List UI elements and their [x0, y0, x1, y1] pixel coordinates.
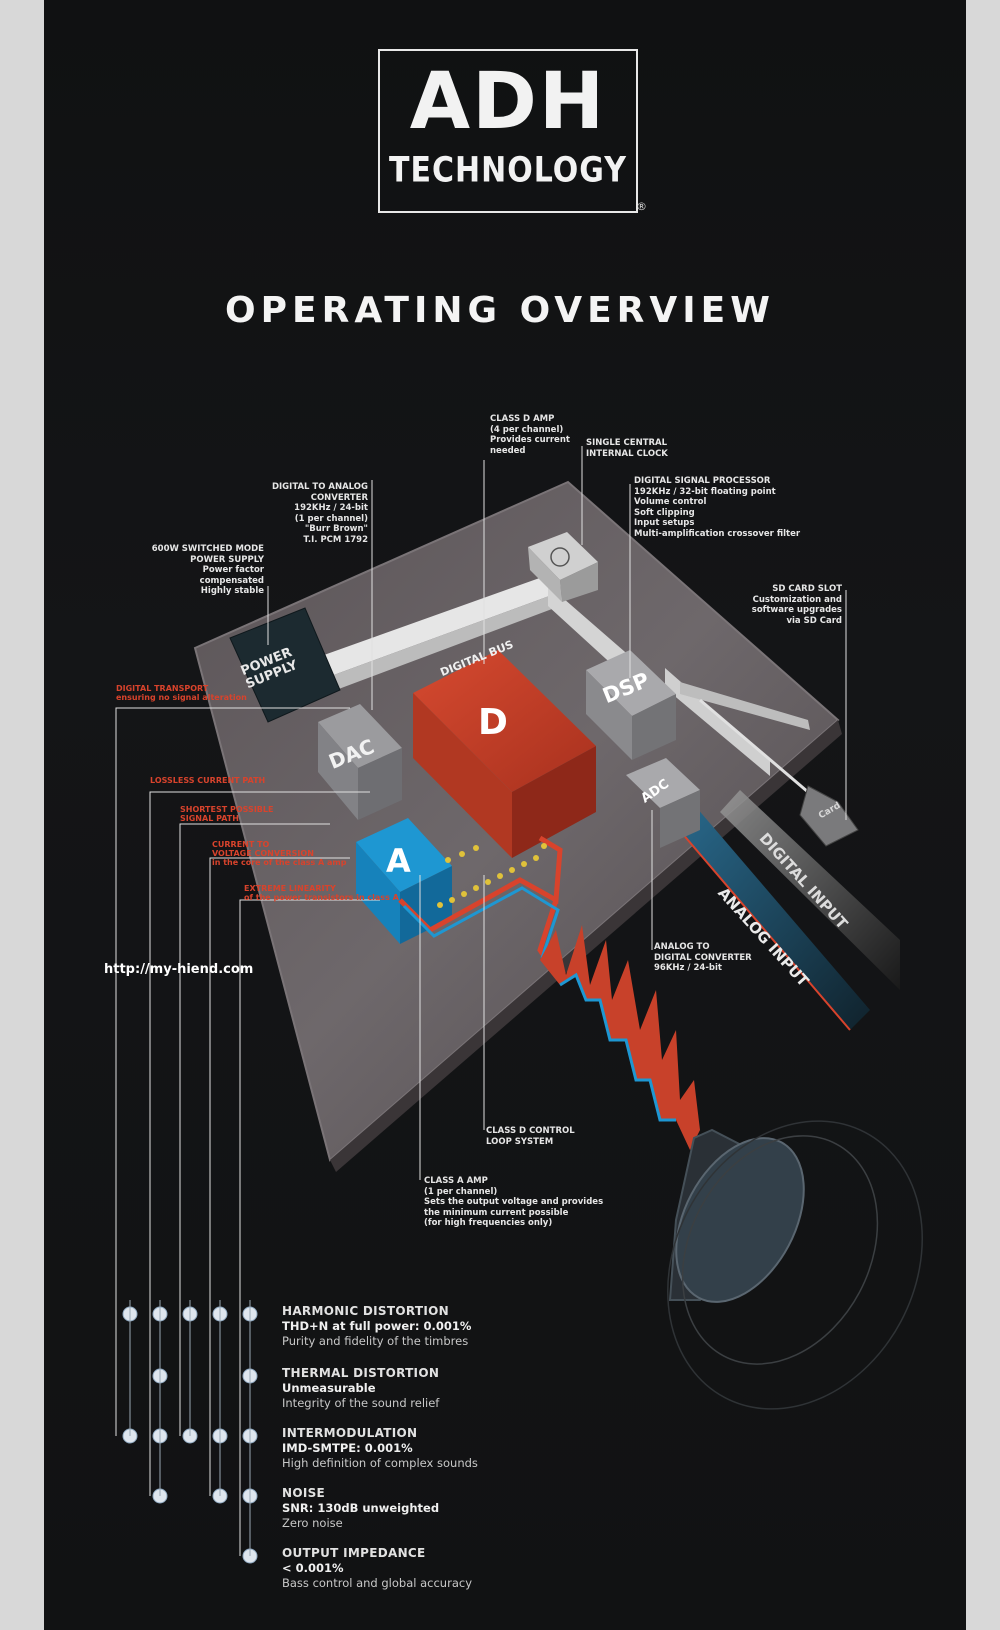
- spec-desc: Integrity of the sound relief: [282, 1396, 440, 1410]
- spec-harmonic-distortion: HARMONIC DISTORTION THD+N at full power:…: [282, 1304, 602, 1349]
- callout-clock: SINGLE CENTRAL INTERNAL CLOCK: [586, 438, 668, 459]
- clock-block: [528, 532, 598, 580]
- spec-noise: NOISE SNR: 130dB unweighted Zero noise: [282, 1486, 602, 1531]
- sd-card-slot: [799, 785, 859, 847]
- callout-power-supply: 600W SWITCHED MODE POWER SUPPLY Power fa…: [151, 544, 264, 596]
- callout-adc: ANALOG TO DIGITAL CONVERTER 96KHz / 24-b…: [654, 942, 752, 973]
- callout-class-d-amp: CLASS D AMP (4 per channel) Provides cur…: [490, 414, 570, 456]
- spec-title: OUTPUT IMPEDANCE: [282, 1546, 426, 1560]
- logo-main: ADH: [409, 57, 607, 147]
- adh-logo: ADH TECHNOLOGY: [378, 49, 638, 213]
- dsp-block: [586, 650, 676, 716]
- spec-value: < 0.001%: [282, 1561, 344, 1575]
- spec-value: SNR: 130dB unweighted: [282, 1501, 440, 1515]
- spec-desc: Purity and fidelity of the timbres: [282, 1334, 469, 1348]
- spec-output-impedance: OUTPUT IMPEDANCE < 0.001% Bass control a…: [282, 1546, 602, 1591]
- callout-linearity: EXTREME LINEARITY of the power transisto…: [244, 884, 399, 902]
- class-a-label: A: [386, 842, 411, 880]
- spec-value: THD+N at full power: 0.001%: [282, 1319, 472, 1333]
- spec-desc: Zero noise: [282, 1516, 343, 1530]
- callout-class-d-loop: CLASS D CONTROL LOOP SYSTEM: [486, 1126, 575, 1147]
- spec-title: HARMONIC DISTORTION: [282, 1304, 449, 1318]
- callout-dsp: DIGITAL SIGNAL PROCESSOR 192KHz / 32-bit…: [634, 476, 801, 539]
- callout-shortest-path: SHORTEST POSSIBLE SIGNAL PATH: [180, 805, 274, 823]
- power-supply-block: [229, 607, 341, 723]
- class-d-label: D: [478, 702, 508, 743]
- callout-current-voltage: CURRENT TO VOLTAGE CONVERSION in the cor…: [212, 840, 347, 867]
- callout-digital-transport: DIGITAL TRANSPORT ensuring no signal alt…: [116, 684, 247, 702]
- digital-input-bar: [720, 790, 900, 990]
- spec-lines: [129, 1300, 251, 1556]
- spec-value: IMD-SMTPE: 0.001%: [282, 1441, 413, 1455]
- spec-desc: High definition of complex sounds: [282, 1456, 478, 1470]
- spec-thermal-distortion: THERMAL DISTORTION Unmeasurable Integrit…: [282, 1366, 602, 1411]
- spec-title: INTERMODULATION: [282, 1426, 418, 1440]
- spec-intermodulation: INTERMODULATION IMD-SMTPE: 0.001% High d…: [282, 1426, 602, 1471]
- logo-sub: TECHNOLOGY: [389, 150, 627, 191]
- spec-title: NOISE: [282, 1486, 326, 1500]
- callout-class-a-amp: CLASS A AMP (1 per channel) Sets the out…: [424, 1176, 604, 1228]
- callout-dac: DIGITAL TO ANALOG CONVERTER 192KHz / 24-…: [271, 482, 368, 545]
- spec-value: Unmeasurable: [282, 1381, 376, 1395]
- registered-mark: ®: [636, 200, 647, 213]
- class-a-block: [356, 818, 452, 892]
- watermark-url: http://my-hiend.com: [104, 962, 254, 977]
- analog-input-bar: [664, 800, 870, 1030]
- speaker-icon: [667, 1120, 923, 1410]
- callout-lossless-path: LOSSLESS CURRENT PATH: [150, 776, 266, 785]
- spec-title: THERMAL DISTORTION: [282, 1366, 440, 1380]
- callout-sd-card: SD CARD SLOT Customization and software …: [751, 584, 842, 626]
- class-d-block: [413, 650, 596, 792]
- callout-leaders: [115, 446, 847, 1556]
- dac-block: [318, 704, 402, 768]
- adc-block: [626, 758, 700, 808]
- spec-desc: Bass control and global accuracy: [282, 1576, 472, 1590]
- control-loop-dots: [437, 843, 547, 908]
- page-title: OPERATING OVERVIEW: [225, 290, 775, 331]
- clock-icon: [550, 547, 570, 567]
